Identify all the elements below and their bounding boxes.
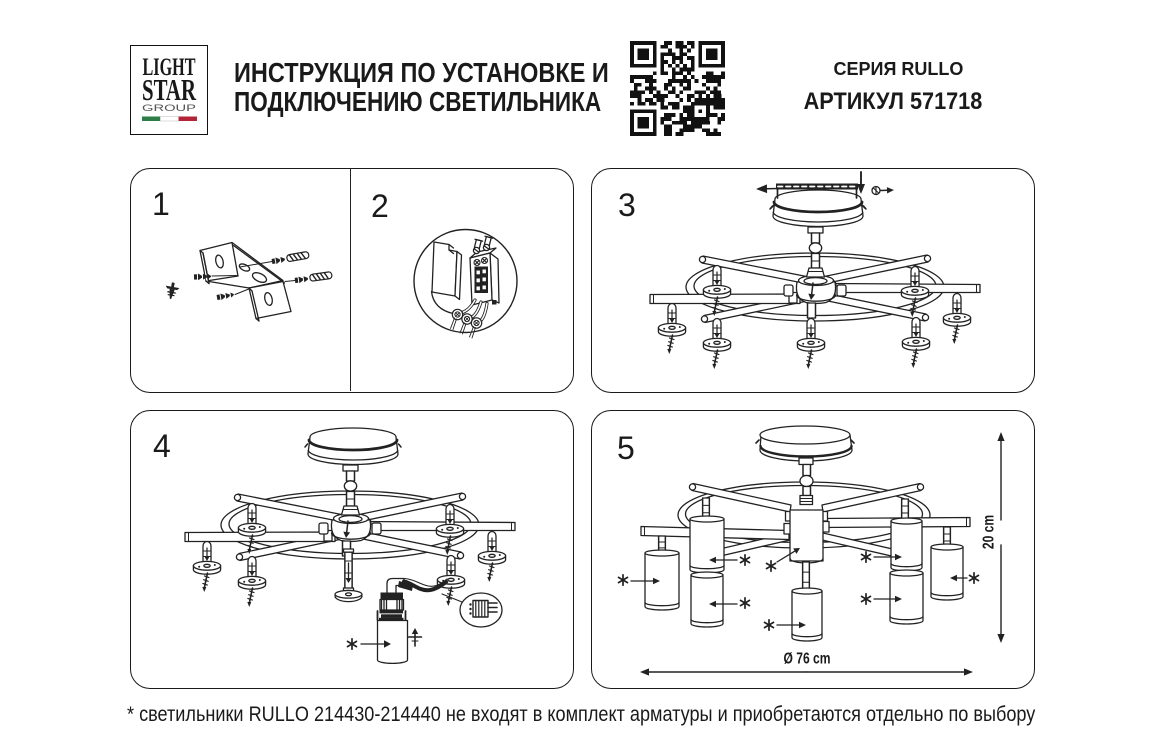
svg-text:20 cm: 20 cm [979, 515, 997, 549]
svg-text:GROUP: GROUP [142, 103, 196, 113]
svg-text:STAR: STAR [142, 72, 196, 107]
svg-text:LIGHT: LIGHT [143, 54, 196, 81]
svg-text:Ø 76 cm: Ø 76 cm [784, 649, 831, 667]
